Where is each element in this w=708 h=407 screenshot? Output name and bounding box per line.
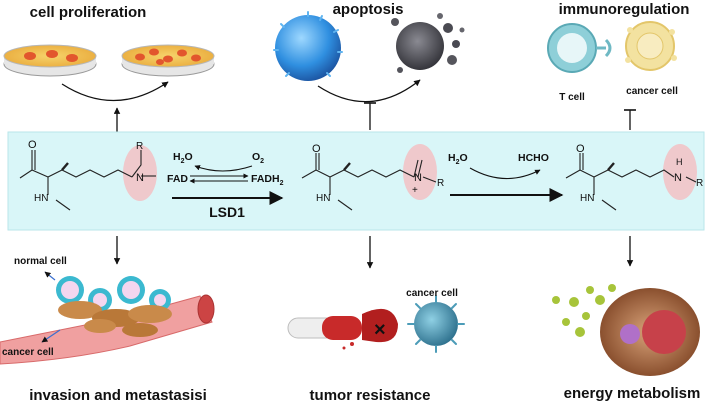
h2o2-label: H2O xyxy=(173,151,193,165)
iminium-oval xyxy=(403,144,437,200)
drug-capsule-icon xyxy=(287,316,362,350)
cancer-cell-top-icon xyxy=(625,21,677,71)
cancer-cell-mid-label: cancer cell xyxy=(406,288,458,299)
structure-product xyxy=(565,144,697,211)
product-hn: HN xyxy=(580,193,594,204)
hcho-label: HCHO xyxy=(518,152,549,164)
fadh2-label: FADH2 xyxy=(251,173,284,187)
cancer-cell-top-label: cancer cell xyxy=(626,86,678,97)
apoptosis-curve-arrow xyxy=(317,79,421,103)
normal-cell-pointer xyxy=(44,271,56,281)
h2o2-o2-curve-arrow xyxy=(194,165,253,172)
energy-metabolism-title: energy metabolism xyxy=(564,385,701,402)
o2-label: O2 xyxy=(252,151,264,165)
reaction-band xyxy=(7,131,705,231)
petri-dish-left xyxy=(3,44,97,77)
substrate-r: R xyxy=(136,141,143,152)
substrate-amine-oval xyxy=(123,145,157,201)
cancer-cells-cluster-icon xyxy=(58,301,172,337)
healthy-cell-icon xyxy=(273,11,343,81)
immunoregulation-title: immunoregulation xyxy=(559,1,690,18)
t-cell-label: T cell xyxy=(559,92,585,103)
h2o-label: H2O xyxy=(448,152,468,166)
fad-label: FAD xyxy=(167,173,188,185)
virus-cancer-cell-icon xyxy=(407,295,465,353)
invasion-title: invasion and metastasisi xyxy=(29,387,207,404)
structure-iminium xyxy=(301,144,437,211)
iminium-hn: HN xyxy=(316,193,330,204)
iminium-plus: + xyxy=(412,185,418,196)
iminium-r: R xyxy=(437,178,444,189)
tumor-resistance-title: tumor resistance xyxy=(310,387,431,404)
cancer-cell-left-label: cancer cell xyxy=(2,347,54,358)
product-h: H xyxy=(676,157,683,167)
product-amine-oval xyxy=(663,144,697,200)
substrate-n: N xyxy=(136,172,144,184)
apoptotic-cell-icon xyxy=(391,13,465,73)
apoptosis-title: apoptosis xyxy=(333,1,404,18)
t-cell-icon xyxy=(547,23,612,73)
proliferation-curve-arrow xyxy=(61,81,169,102)
boxing-glove-icon: × xyxy=(362,308,398,343)
petri-dish-right xyxy=(121,44,215,77)
substrate-oxygen: O xyxy=(28,139,37,151)
structure-substrate xyxy=(19,145,157,211)
iminium-oxygen: O xyxy=(312,143,321,155)
product-oxygen: O xyxy=(576,143,585,155)
metabolism-cell-icon xyxy=(552,284,700,376)
lsd1-label: LSD1 xyxy=(209,204,245,220)
svg-text:×: × xyxy=(374,319,386,341)
cancer-cell-pointer xyxy=(41,329,61,343)
iminium-n: N xyxy=(414,172,422,184)
h2o-hcho-curve-arrow xyxy=(469,167,541,180)
cell-proliferation-title: cell proliferation xyxy=(30,4,147,21)
product-n: N xyxy=(674,172,682,184)
normal-cell-label: normal cell xyxy=(14,256,67,267)
product-r: R xyxy=(696,178,703,189)
substrate-hn: HN xyxy=(34,193,48,204)
